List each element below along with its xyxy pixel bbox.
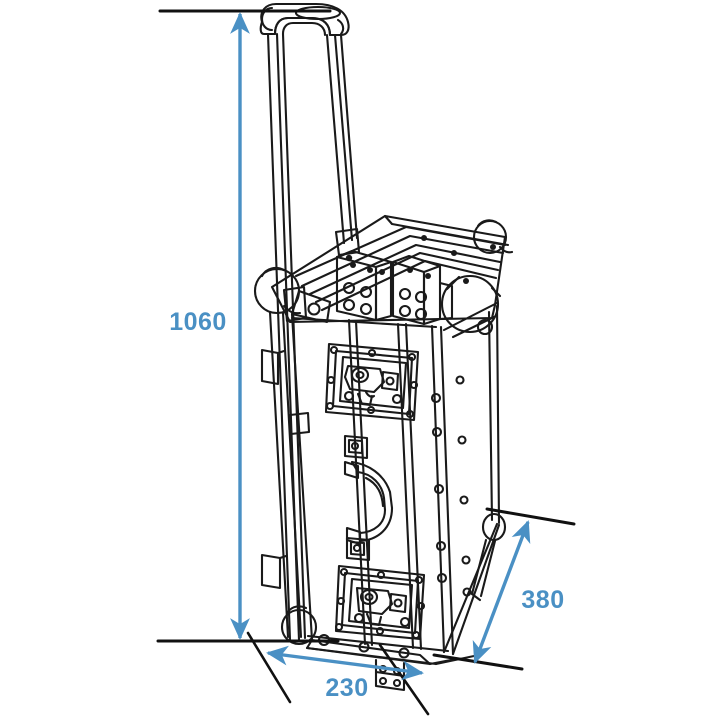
butterfly-latch-bottom [334,564,426,641]
dimension-depth: 380 [472,520,564,664]
flight-case-body [253,2,514,692]
dimension-line-depth [472,520,531,664]
dimension-line-width [266,645,424,681]
telescoping-trolley-handle [259,2,350,37]
hinge-block-top [335,249,454,326]
ball-corner-top-left [253,266,332,324]
ext-line-depth-top [485,507,576,526]
handle-tube-right [325,33,361,257]
spring-handle [343,434,394,562]
dimension-height: 1060 [169,12,250,640]
dimension-width: 230 [266,645,424,702]
dimension-label-height: 1060 [169,308,227,336]
side-block-left [260,348,288,590]
dimension-label-width: 230 [325,674,368,702]
butterfly-latch-top [324,342,420,422]
dimension-label-depth: 380 [521,586,564,614]
ball-corner-mid-right [440,274,502,336]
ball-corner-top-right [472,219,514,255]
